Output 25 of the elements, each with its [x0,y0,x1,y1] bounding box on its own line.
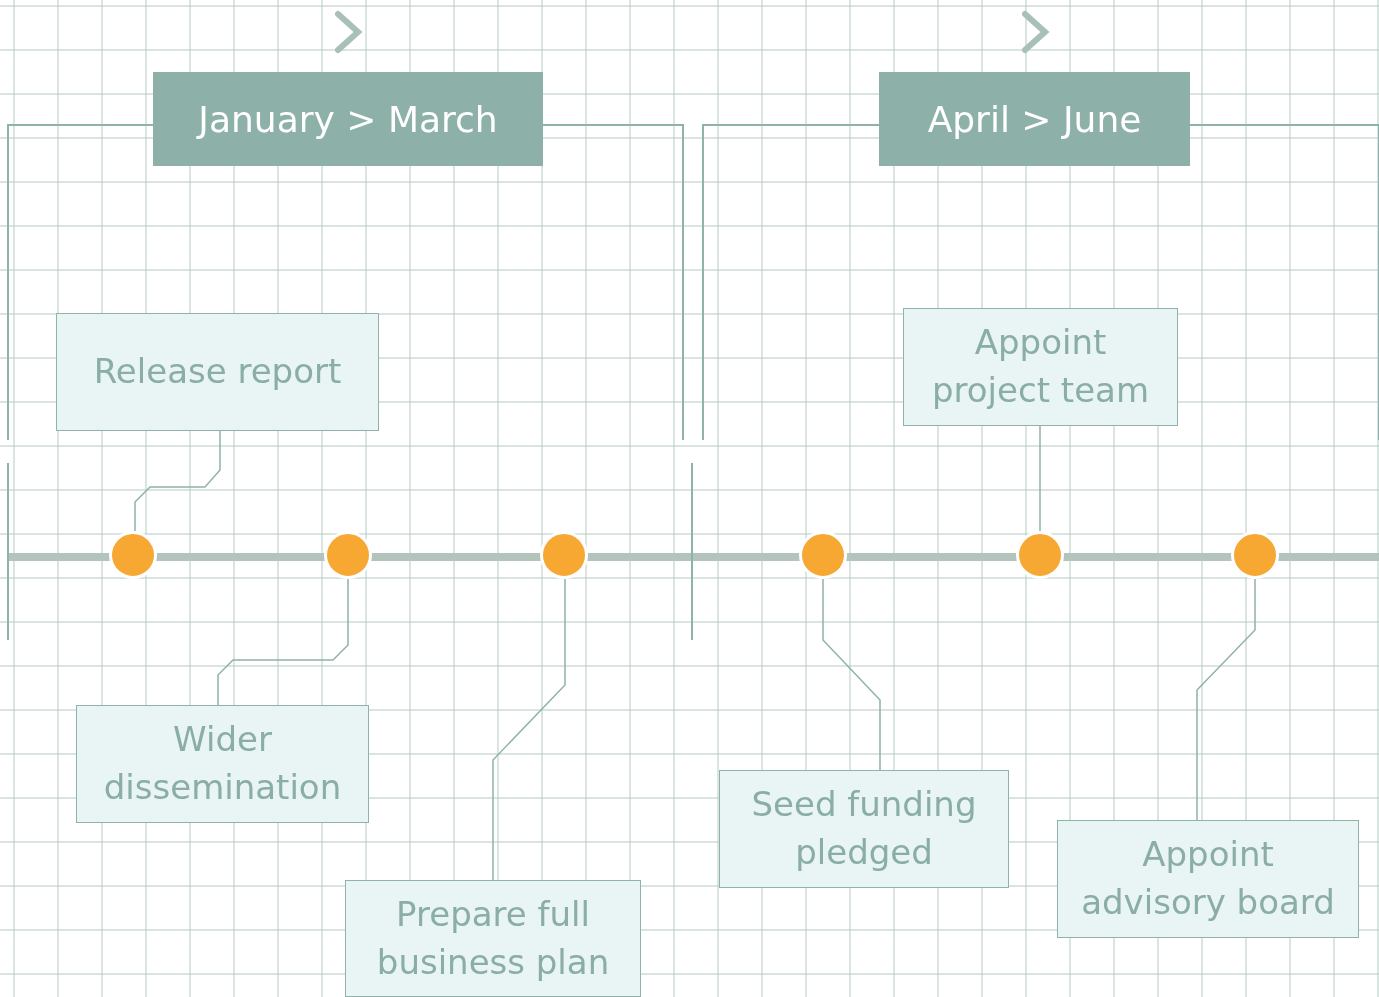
milestone-dot [799,531,847,579]
leader-line [822,578,881,771]
leader-line [217,578,349,706]
period-header [879,72,1190,166]
milestone-label: Release report [93,350,342,394]
milestone-label: Wider dissemination [102,718,343,809]
period-label: April > June [927,98,1142,140]
milestone-box [345,880,641,997]
milestone-label: Appoint advisory board [1080,833,1336,924]
milestone-box [56,313,379,431]
leader-line [134,430,221,532]
milestone-label: Appoint project team [931,321,1150,412]
milestone-label: Seed funding pledged [750,783,978,874]
milestone-box [1057,820,1359,938]
milestone-box [719,770,1009,888]
milestone-dot [540,531,588,579]
milestone-box [903,308,1178,426]
milestone-dot [324,531,372,579]
milestone-box [76,705,369,823]
milestone-label: Prepare full business plan [375,892,611,984]
leader-line [1039,425,1041,532]
leader-line [1196,578,1256,821]
leader-line [492,578,566,881]
period-header [153,72,543,166]
period-label: January > March [198,98,498,140]
